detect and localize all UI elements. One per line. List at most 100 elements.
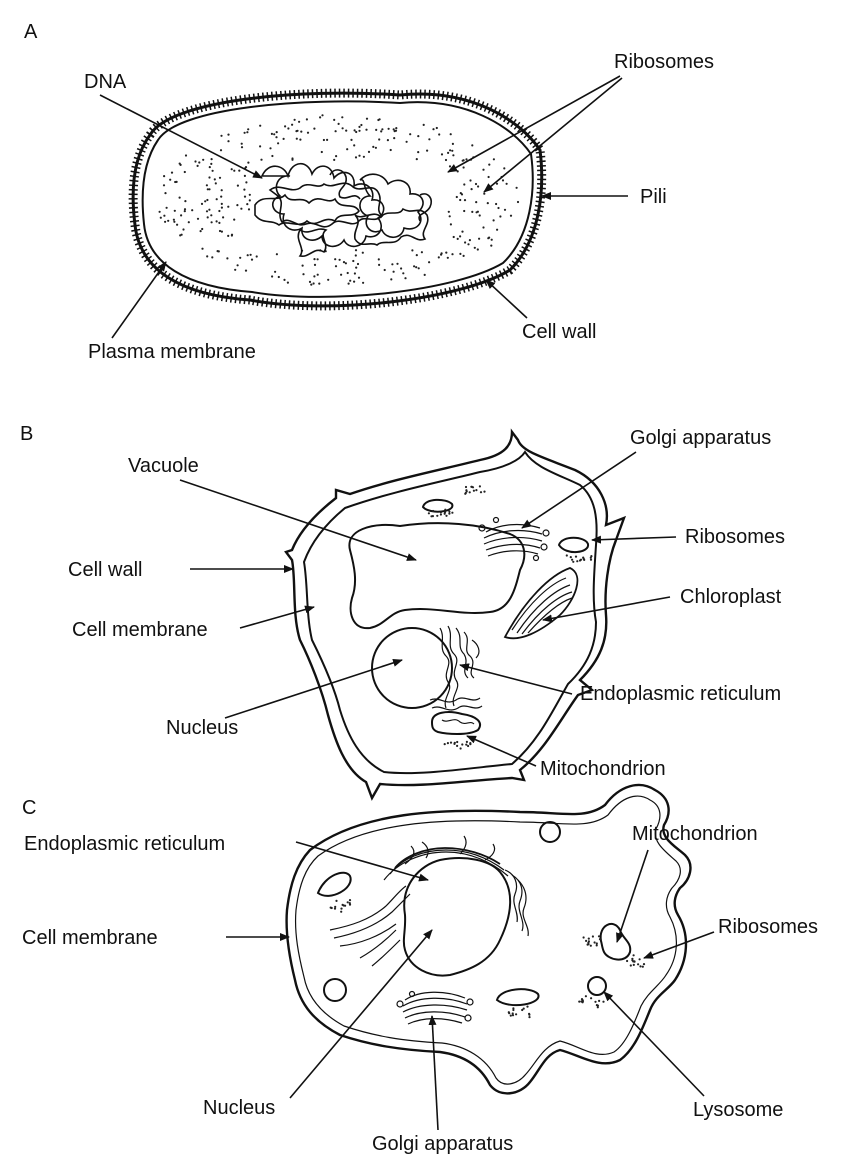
label-er-b: Endoplasmic reticulum: [580, 683, 781, 705]
ribosome-dot: [452, 143, 454, 145]
ribosome-dot: [338, 123, 340, 125]
ribosome-dot: [428, 512, 430, 514]
ribosome-dot: [348, 283, 350, 285]
ribosome-dot: [416, 254, 418, 256]
ribosome-dot: [206, 184, 208, 186]
ribosome-dot: [390, 278, 392, 280]
ribosome-dot: [231, 234, 233, 236]
ribosome-dot: [479, 214, 481, 216]
ribosome-dot: [300, 131, 302, 133]
ribosome-dot: [440, 511, 442, 513]
ribosome-dot: [413, 265, 415, 267]
ribosome-dot: [202, 159, 204, 161]
ribosome-dot: [302, 265, 304, 267]
ribosome-dot: [244, 175, 246, 177]
ribosome-dot: [352, 260, 354, 262]
ribosome-dot: [461, 193, 463, 195]
ribosome-dot: [248, 208, 250, 210]
ribosome-dot: [234, 269, 236, 271]
ribosome-dot: [440, 513, 442, 515]
ribosome-dot: [197, 165, 199, 167]
ribosome-dot: [353, 144, 355, 146]
ribosome-dot: [340, 274, 342, 276]
ribosome-dot: [444, 511, 446, 513]
ribosome-dot: [241, 143, 243, 145]
ribosome-dot: [313, 258, 315, 260]
ribosome-dot: [415, 266, 417, 268]
ribosome-dot: [488, 164, 490, 166]
ribosome-dot: [456, 745, 458, 747]
ribosome-dot: [495, 203, 497, 205]
ribosome-dot: [449, 165, 451, 167]
ribosome-dot: [581, 998, 583, 1000]
ribosome-dot: [461, 231, 463, 233]
ribosome-dot: [231, 168, 233, 170]
ribosome-dot: [471, 486, 473, 488]
ribosome-dot: [358, 130, 360, 132]
ribosome-dot: [354, 272, 356, 274]
ribosome-dot: [317, 258, 319, 260]
ribosome-dot: [246, 203, 248, 205]
ribosome-dot: [191, 209, 193, 211]
ribosome-dot: [208, 209, 210, 211]
ribosome-dot: [276, 253, 278, 255]
ribosome-dot: [221, 189, 223, 191]
ribosome-dot: [278, 276, 280, 278]
ribosome-dot: [357, 263, 359, 265]
ribosome-dot: [432, 128, 434, 130]
ribosome-dot: [447, 257, 449, 259]
ribosome-dot: [244, 132, 246, 134]
ribosome-dot: [358, 155, 360, 157]
ribosome-dot: [310, 284, 312, 286]
ribosome-dot: [488, 237, 490, 239]
ribosome-dot: [340, 908, 342, 910]
ribosome-dot: [570, 556, 572, 558]
ribosome-dot: [321, 151, 323, 153]
ribosome-dot: [331, 907, 333, 909]
ribosome-dot: [438, 133, 440, 135]
ribosome-dot: [579, 559, 581, 561]
ribosome-dot: [179, 234, 181, 236]
ribosome-dot: [220, 149, 222, 151]
ribosome-dot: [211, 256, 213, 258]
ribosome-dot: [459, 199, 461, 201]
ribosome-dot: [345, 130, 347, 132]
ribosome-dot: [321, 114, 323, 116]
ribosome-dot: [309, 281, 311, 283]
ribosome-dot: [247, 254, 249, 256]
ribosome-dot: [452, 154, 454, 156]
ribosome-dot: [358, 126, 360, 128]
ribosome-dot: [590, 997, 592, 999]
ribosome-dot: [396, 263, 398, 265]
label-lysosome: Lysosome: [693, 1099, 783, 1121]
panel-b: B: [20, 423, 785, 798]
panel-a: A DNA Ribosomes Pili: [24, 21, 714, 363]
ribosome-dot: [493, 219, 495, 221]
ribosome-dot: [471, 144, 473, 146]
ribosome-dot: [269, 147, 271, 149]
ribosome-dot: [411, 249, 413, 251]
ribosome-dot: [160, 217, 162, 219]
ribosome-dot: [323, 139, 325, 141]
ribosome-dot: [355, 249, 357, 251]
ribosome-dot: [504, 209, 506, 211]
ribosome-dot: [291, 124, 293, 126]
ribosome-dot: [598, 1000, 600, 1002]
ribosome-dot: [209, 166, 211, 168]
ribosome-dot: [393, 271, 395, 273]
ribosome-dot: [583, 558, 585, 560]
ribosome-dot: [477, 185, 479, 187]
ribosome-dot: [456, 196, 458, 198]
ribosome-dot: [596, 942, 598, 944]
ribosome-dot: [445, 515, 447, 517]
ribosome-dot: [467, 745, 469, 747]
ribosome-dot: [347, 901, 349, 903]
ribosome-dot: [499, 215, 501, 217]
ribosome-dot: [447, 742, 449, 744]
ribosome-dot: [163, 215, 165, 217]
ribosome-dot: [221, 203, 223, 205]
ribosome-dot: [477, 248, 479, 250]
ribosome-dot: [335, 265, 337, 267]
ribosome-dot: [375, 129, 377, 131]
ribosome-dot: [585, 940, 587, 942]
